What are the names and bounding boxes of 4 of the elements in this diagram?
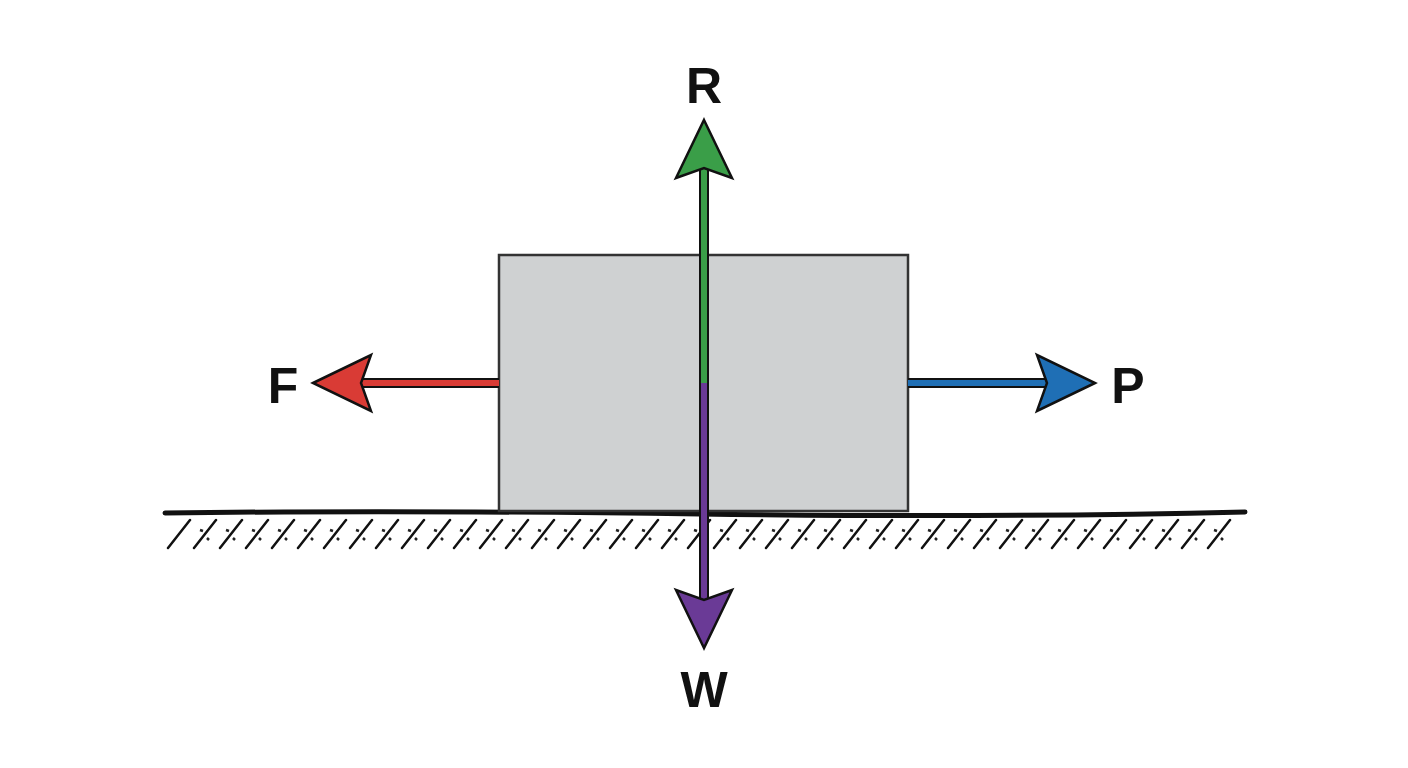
force-label: F (267, 361, 299, 411)
force-label: R (685, 61, 723, 111)
force-label: W (680, 665, 728, 715)
force-label: P (1111, 361, 1145, 411)
